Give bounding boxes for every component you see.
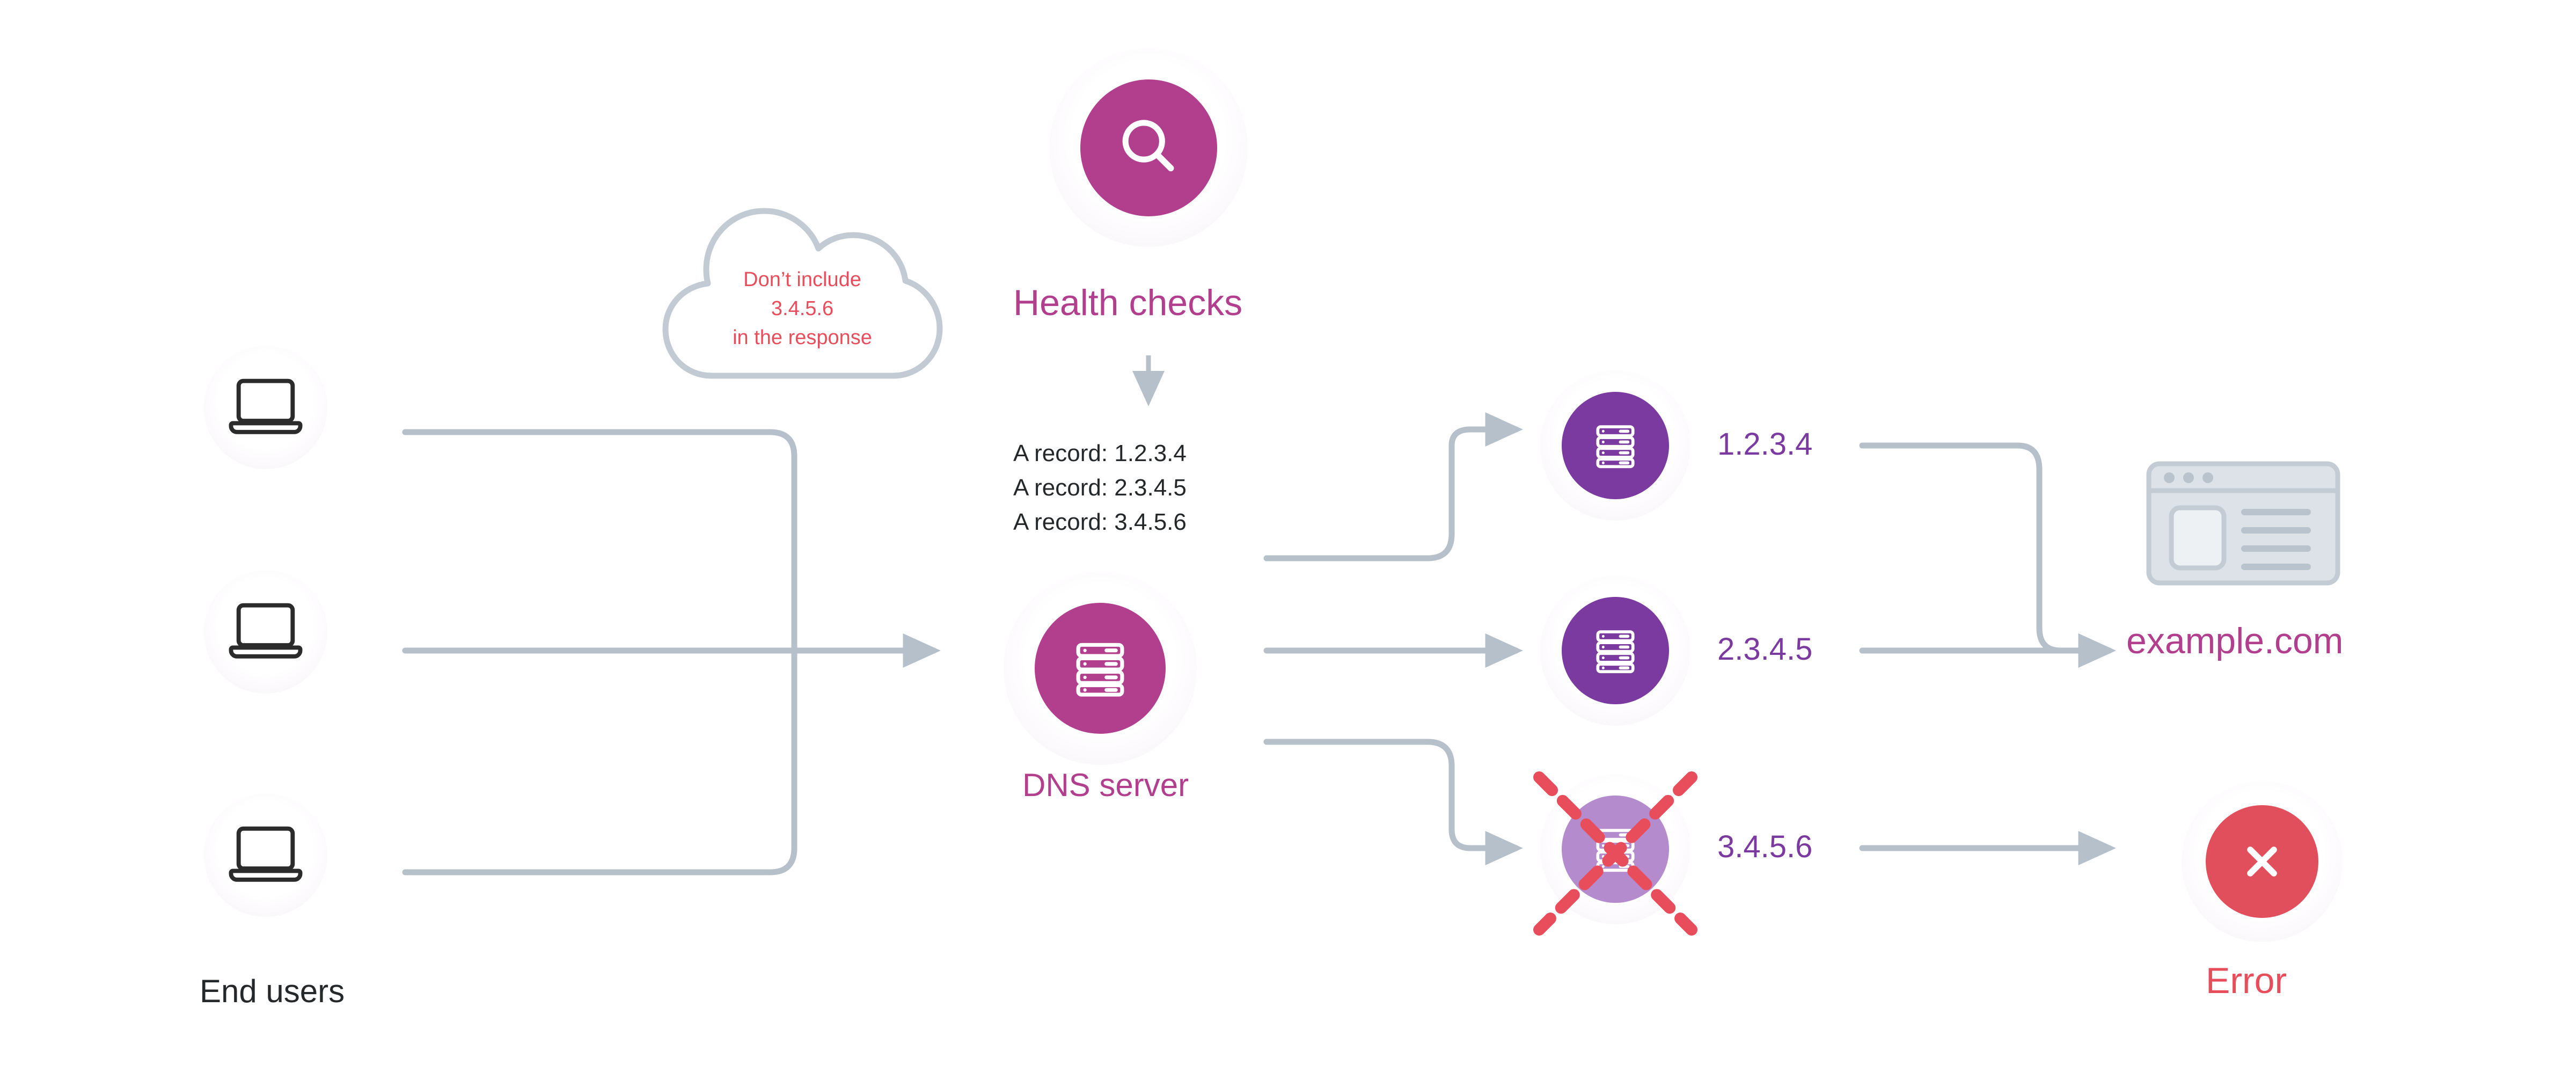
error-badge bbox=[2206, 805, 2318, 918]
cloud-line-1: Don’t include bbox=[743, 268, 861, 291]
cloud-icon bbox=[660, 191, 950, 379]
error-label: Error bbox=[2206, 960, 2287, 1001]
backend-server-1 bbox=[1562, 392, 1669, 499]
end-users-label: End users bbox=[200, 973, 345, 1009]
laptop-icon bbox=[228, 823, 303, 888]
health-checks-badge bbox=[1080, 79, 1217, 216]
connector-backend1-to-website bbox=[1859, 442, 2116, 668]
laptop-halo-2 bbox=[204, 570, 327, 694]
backend-ip-1: 1.2.3.4 bbox=[1717, 427, 1813, 462]
browser-window-icon bbox=[2146, 461, 2340, 586]
backend-ip-3: 3.4.5.6 bbox=[1717, 829, 1813, 864]
connector-users-bus bbox=[402, 429, 797, 875]
cloud-message: Don’t include 3.4.5.6 in the response bbox=[674, 266, 931, 353]
a-record-3: A record: 3.4.5.6 bbox=[1013, 508, 1187, 535]
connector-dns-to-backend-1 bbox=[1263, 412, 1523, 561]
dns-server-badge bbox=[1035, 603, 1166, 734]
server-icon bbox=[1596, 630, 1635, 674]
magnifier-icon bbox=[1122, 119, 1174, 171]
backend-ip-2: 2.3.4.5 bbox=[1717, 632, 1813, 667]
x-circle-icon bbox=[2247, 847, 2277, 877]
website-label: example.com bbox=[2126, 621, 2344, 661]
laptop-halo-3 bbox=[204, 793, 327, 917]
failed-cross-icon bbox=[1513, 751, 1717, 955]
laptop-icon bbox=[228, 600, 303, 665]
dns-server-label: DNS server bbox=[1022, 767, 1189, 803]
cloud-line-3: in the response bbox=[733, 326, 872, 349]
a-record-1: A record: 1.2.3.4 bbox=[1013, 440, 1187, 466]
server-icon bbox=[1076, 643, 1124, 697]
health-checks-label: Health checks bbox=[1013, 282, 1243, 323]
cloud-line-2: 3.4.5.6 bbox=[771, 297, 834, 320]
laptop-icon bbox=[228, 376, 303, 440]
laptop-halo-1 bbox=[204, 346, 327, 469]
backend-server-2 bbox=[1562, 597, 1669, 704]
a-records-list: A record: 1.2.3.4 A record: 2.3.4.5 A re… bbox=[1013, 436, 1187, 539]
server-icon bbox=[1596, 425, 1635, 469]
connector-dns-to-backend-3 bbox=[1263, 739, 1523, 866]
a-record-2: A record: 2.3.4.5 bbox=[1013, 474, 1187, 501]
